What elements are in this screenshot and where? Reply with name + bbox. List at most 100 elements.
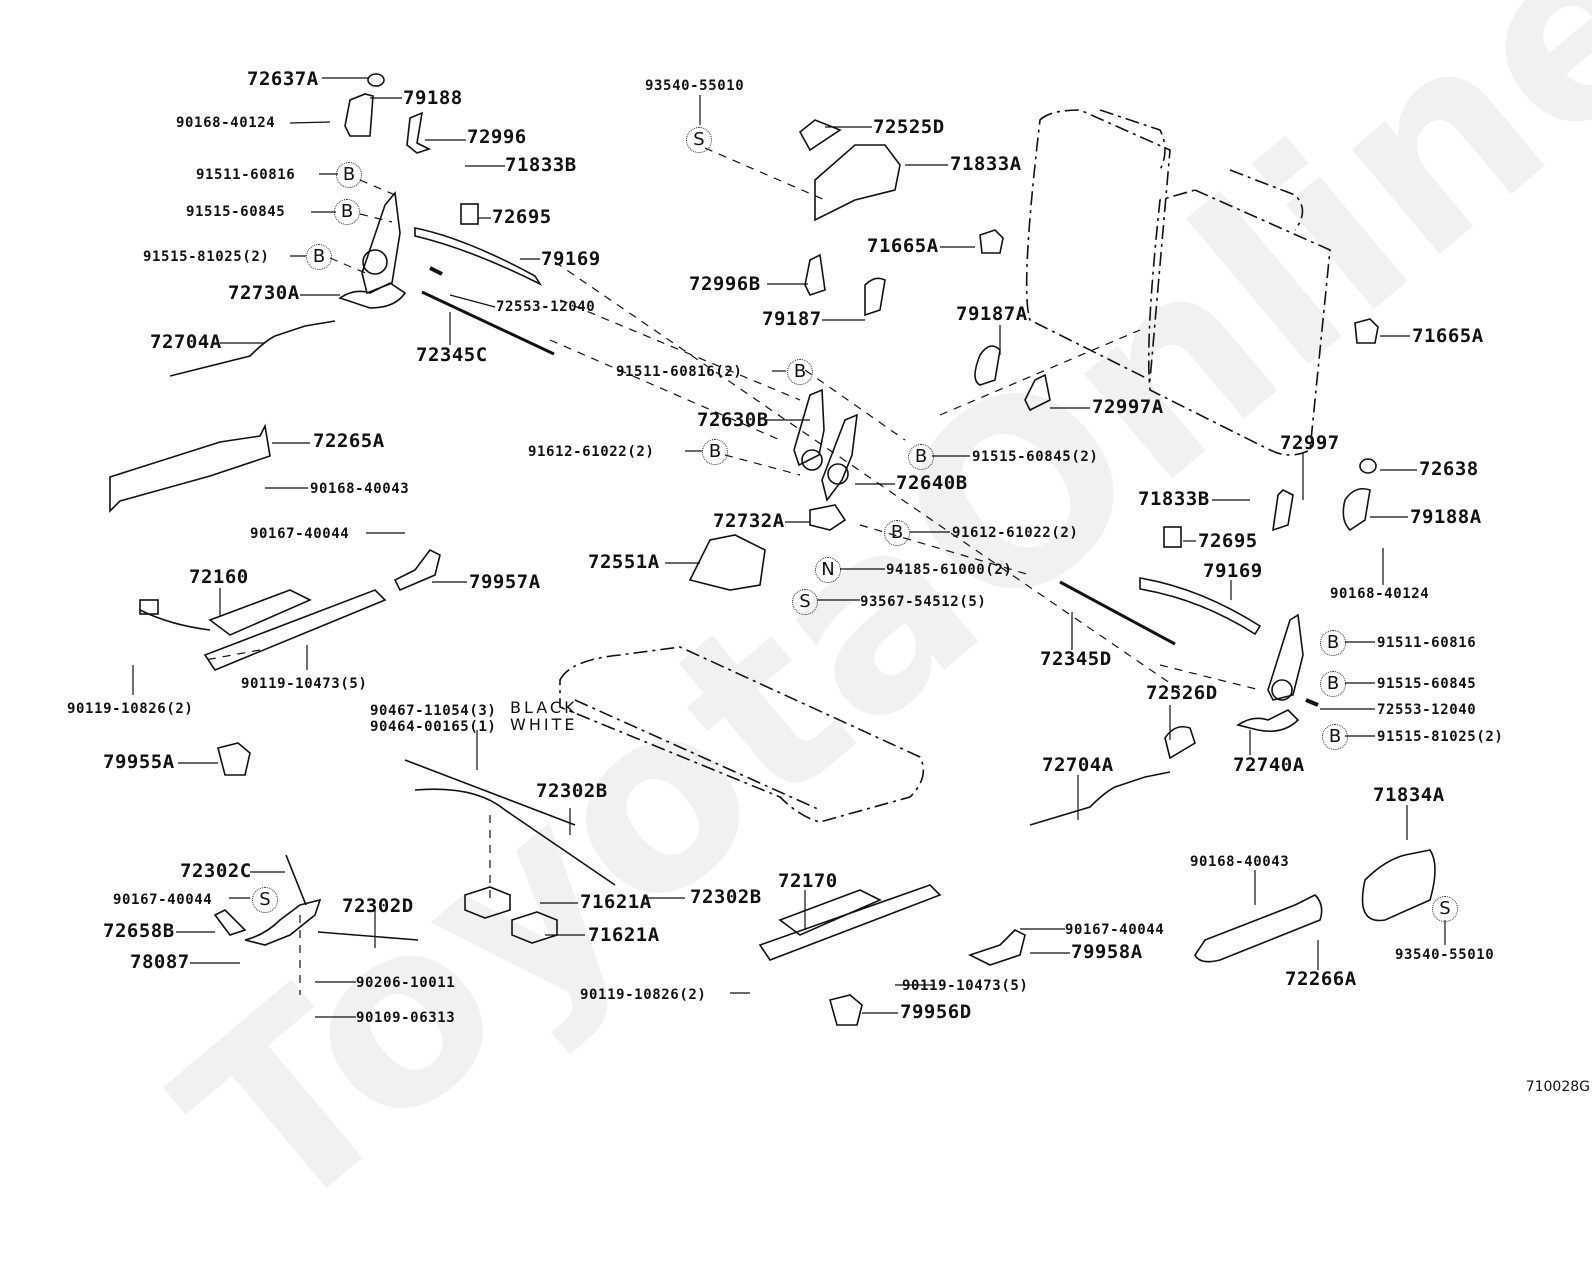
symbol-b-marker: B	[884, 520, 910, 546]
label-72997a[interactable]: 72997A	[1092, 396, 1164, 418]
label-79958a[interactable]: 79958A	[1071, 941, 1143, 963]
label-71665a-top[interactable]: 71665A	[867, 235, 939, 257]
label-71833a[interactable]: 71833A	[950, 153, 1022, 175]
label-72630b[interactable]: 72630B	[697, 409, 769, 431]
label-93540-55010-bottom[interactable]: 93540-55010	[1395, 947, 1495, 963]
part-79188a	[1342, 487, 1371, 532]
label-90119-10473-bottom[interactable]: 90119-10473(5)	[902, 978, 1029, 994]
label-72345c[interactable]: 72345C	[416, 344, 488, 366]
label-72302b-bottom[interactable]: 72302B	[690, 886, 762, 908]
label-72302d[interactable]: 72302D	[342, 895, 414, 917]
label-90109-06313[interactable]: 90109-06313	[356, 1010, 456, 1026]
label-72526d[interactable]: 72526D	[1146, 682, 1218, 704]
label-91511-60816-center[interactable]: 91511-60816(2)	[616, 364, 743, 380]
label-79188[interactable]: 79188	[403, 87, 463, 109]
label-72996[interactable]: 72996	[467, 126, 527, 148]
label-91511-60816-left[interactable]: 91511-60816	[196, 167, 296, 183]
label-72265a[interactable]: 72265A	[313, 430, 385, 452]
part-78087	[244, 898, 322, 946]
label-72637a[interactable]: 72637A	[247, 68, 319, 90]
part-79187	[864, 277, 886, 317]
label-90168-40124-left[interactable]: 90168-40124	[176, 115, 276, 131]
label-72553-12040-left[interactable]: 72553-12040	[496, 299, 596, 315]
part-72997	[1272, 489, 1294, 532]
label-91515-60845-left[interactable]: 91515-60845	[186, 204, 286, 220]
label-90168-40043-right[interactable]: 90168-40043	[1190, 854, 1290, 870]
label-79169-left[interactable]: 79169	[541, 248, 601, 270]
bracket-72265a	[109, 423, 271, 513]
label-71833b-right[interactable]: 71833B	[1138, 488, 1210, 510]
track-72170	[758, 884, 942, 961]
label-79187[interactable]: 79187	[762, 308, 822, 330]
label-72525d[interactable]: 72525D	[873, 116, 945, 138]
label-90119-10473-left[interactable]: 90119-10473(5)	[241, 676, 368, 692]
label-72658b[interactable]: 72658B	[103, 920, 175, 942]
label-91515-81025-left[interactable]: 91515-81025(2)	[143, 249, 270, 265]
label-90464-00165[interactable]: 90464-00165(1)	[370, 719, 497, 735]
label-94185-61000[interactable]: 94185-61000(2)	[886, 562, 1013, 578]
part-72695-left	[460, 203, 479, 225]
seat-back	[1025, 109, 1331, 456]
label-72638[interactable]: 72638	[1419, 458, 1479, 480]
label-90119-10826-left[interactable]: 90119-10826(2)	[67, 701, 194, 717]
symbol-b-marker: B	[306, 244, 332, 270]
label-72704a-right[interactable]: 72704A	[1042, 754, 1114, 776]
label-79169-right[interactable]: 79169	[1203, 560, 1263, 582]
label-72704a-left[interactable]: 72704A	[150, 331, 222, 353]
label-72997[interactable]: 72997	[1280, 432, 1340, 454]
label-91612-61022-left[interactable]: 91612-61022(2)	[528, 444, 655, 460]
label-90167-40044-right[interactable]: 90167-40044	[1065, 922, 1165, 938]
label-91511-60816-right[interactable]: 91511-60816	[1377, 635, 1477, 651]
label-71621a-bottom[interactable]: 71621A	[588, 924, 660, 946]
cable-72302b	[404, 759, 616, 886]
label-72553-12040-right[interactable]: 72553-12040	[1377, 702, 1477, 718]
label-93540-55010-top[interactable]: 93540-55010	[645, 78, 745, 94]
label-90467-11054[interactable]: 90467-11054(3)	[370, 703, 497, 719]
label-90167-40044-left[interactable]: 90167-40044	[250, 526, 350, 542]
label-91612-61022-right[interactable]: 91612-61022(2)	[952, 525, 1079, 541]
label-72302b-top[interactable]: 72302B	[536, 780, 608, 802]
part-72637a	[367, 73, 385, 87]
label-72551a[interactable]: 72551A	[588, 551, 660, 573]
part-79956d	[829, 994, 863, 1026]
label-72730a[interactable]: 72730A	[228, 282, 300, 304]
label-71834a[interactable]: 71834A	[1373, 784, 1445, 806]
rod-72345c	[421, 290, 555, 356]
label-72695-left[interactable]: 72695	[492, 206, 552, 228]
part-71834a	[1361, 849, 1436, 922]
parts-diagram: ToyotaOnline.ru	[67, 0, 1592, 1273]
part-79188	[344, 93, 374, 137]
label-91515-60845-right[interactable]: 91515-60845	[1377, 676, 1477, 692]
label-78087[interactable]: 78087	[130, 951, 190, 973]
label-79956d[interactable]: 79956D	[900, 1001, 972, 1023]
label-72345d[interactable]: 72345D	[1040, 648, 1112, 670]
label-93567-54512[interactable]: 93567-54512(5)	[860, 594, 987, 610]
label-72732a[interactable]: 72732A	[713, 510, 785, 532]
label-72695-right[interactable]: 72695	[1198, 530, 1258, 552]
label-72266a[interactable]: 72266A	[1285, 968, 1357, 990]
label-72170[interactable]: 72170	[778, 870, 838, 892]
label-91515-60845-center[interactable]: 91515-60845(2)	[972, 449, 1099, 465]
part-72996b	[804, 253, 826, 296]
part-79957a	[393, 548, 441, 592]
label-71621a-top[interactable]: 71621A	[580, 891, 652, 913]
label-90206-10011[interactable]: 90206-10011	[356, 975, 456, 991]
note-black: BLACK	[510, 698, 578, 717]
label-72740a[interactable]: 72740A	[1233, 754, 1305, 776]
label-72640b[interactable]: 72640B	[896, 472, 968, 494]
label-90168-40043-left[interactable]: 90168-40043	[310, 481, 410, 497]
label-90168-40124-right[interactable]: 90168-40124	[1330, 586, 1430, 602]
label-72160[interactable]: 72160	[189, 566, 249, 588]
label-72996b[interactable]: 72996B	[689, 273, 761, 295]
label-91515-81025-right[interactable]: 91515-81025(2)	[1377, 729, 1504, 745]
label-79188a[interactable]: 79188A	[1410, 506, 1482, 528]
label-79187a[interactable]: 79187A	[956, 303, 1028, 325]
label-79955a[interactable]: 79955A	[103, 751, 175, 773]
label-72302c[interactable]: 72302C	[180, 860, 252, 882]
label-71833b-left[interactable]: 71833B	[505, 154, 577, 176]
track-72160	[139, 589, 387, 671]
label-71665a-right[interactable]: 71665A	[1412, 325, 1484, 347]
label-79957a[interactable]: 79957A	[469, 571, 541, 593]
label-90119-10826-bottom[interactable]: 90119-10826(2)	[580, 987, 707, 1003]
label-90167-40044-bottom[interactable]: 90167-40044	[113, 892, 213, 908]
